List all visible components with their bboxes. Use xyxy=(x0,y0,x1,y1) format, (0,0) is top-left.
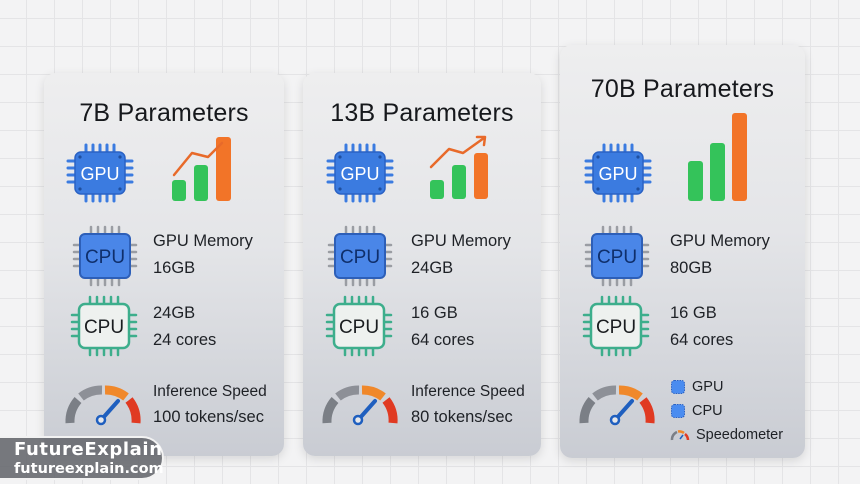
card-13b: 13B Parameters GPU CPU GPU Memory 24GB xyxy=(303,73,541,456)
speedometer-icon xyxy=(65,385,141,426)
memory-chip-label: CPU xyxy=(85,247,125,268)
gpu-chip-icon: GPU xyxy=(326,143,394,203)
cpu-chip-label: CPU xyxy=(339,317,379,338)
ram-value: 16 GB xyxy=(670,304,717,322)
memory-value: 24GB xyxy=(411,259,454,277)
legend-item-gpu: GPU xyxy=(670,375,783,399)
cpu-chip-icon: CPU xyxy=(70,295,138,357)
speed-value: 100 tokens/sec xyxy=(153,408,264,426)
speedometer-icon xyxy=(670,430,690,441)
cpu-chip-label: CPU xyxy=(596,317,636,338)
legend-label: Speedometer xyxy=(696,427,784,443)
gpu-memory-chip-icon: CPU xyxy=(584,225,650,287)
gpu-memory-chip-icon: CPU xyxy=(72,225,138,287)
card-title: 70B Parameters xyxy=(590,75,775,103)
memory-chip-label: CPU xyxy=(340,247,380,268)
cpu-chip-icon: CPU xyxy=(582,295,650,357)
ram-value: 24GB xyxy=(153,304,196,322)
legend-label: GPU xyxy=(692,379,724,395)
card-title: 7B Parameters xyxy=(79,99,249,127)
cpu-chip-icon xyxy=(671,404,685,418)
card-title: 13B Parameters xyxy=(330,99,514,127)
brand-url: futureexplain.com xyxy=(14,461,164,477)
legend-item-speedometer: Speedometer xyxy=(670,423,783,447)
card-7b: 7B Parameters GPU CPU GPU Memory 16GB xyxy=(44,73,284,456)
gpu-chip-label: GPU xyxy=(340,164,379,184)
cpu-chip-icon: CPU xyxy=(325,295,393,357)
card-70b: 70B Parameters GPU CPU GPU Memory 80GB xyxy=(560,45,805,458)
gpu-chip-label: GPU xyxy=(80,164,119,184)
memory-value: 16GB xyxy=(153,259,196,277)
growth-chart-icon xyxy=(172,137,231,201)
legend: GPU CPU Speedometer xyxy=(670,375,783,447)
speed-label: Inference Speed xyxy=(153,383,267,400)
cores-value: 64 cores xyxy=(670,331,734,349)
memory-label: GPU Memory xyxy=(153,232,253,250)
memory-label: GPU Memory xyxy=(670,232,770,250)
cpu-chip-label: CPU xyxy=(84,317,124,338)
speedometer-icon xyxy=(322,385,398,426)
gpu-chip-icon: GPU xyxy=(584,143,652,203)
memory-chip-label: CPU xyxy=(597,247,637,268)
brand-name: FutureExplain xyxy=(14,439,163,460)
growth-chart-icon xyxy=(429,135,488,199)
speed-value: 80 tokens/sec xyxy=(411,408,513,426)
ram-value: 16 GB xyxy=(411,304,458,322)
brand-badge: FutureExplain futureexplain.com xyxy=(0,436,164,480)
gpu-chip-label: GPU xyxy=(598,164,637,184)
gpu-chip-icon: GPU xyxy=(66,143,134,203)
legend-label: CPU xyxy=(692,403,723,419)
cores-value: 24 cores xyxy=(153,331,217,349)
gpu-memory-chip-icon: CPU xyxy=(327,225,393,287)
speed-label: Inference Speed xyxy=(411,383,525,400)
gpu-chip-icon xyxy=(671,380,685,394)
growth-chart-icon xyxy=(688,113,747,201)
memory-value: 80GB xyxy=(670,259,713,277)
legend-item-cpu: CPU xyxy=(670,399,783,423)
cores-value: 64 cores xyxy=(411,331,475,349)
memory-label: GPU Memory xyxy=(411,232,511,250)
speedometer-icon xyxy=(579,385,655,426)
